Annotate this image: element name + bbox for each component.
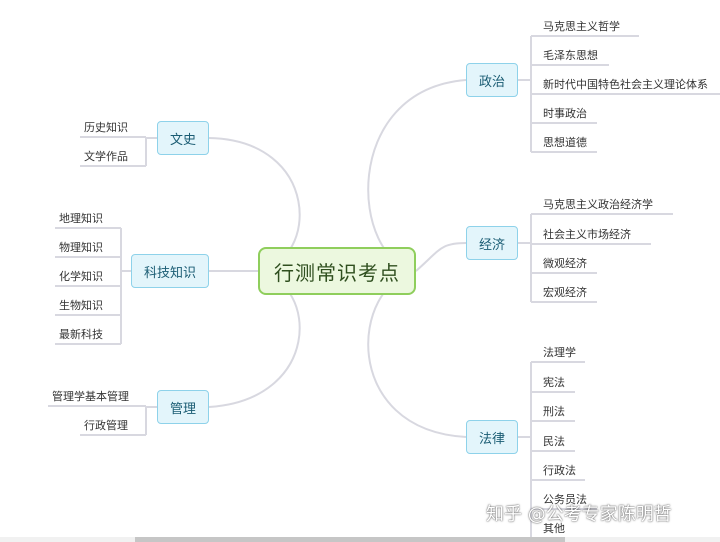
branch-node-politics[interactable]: 政治	[466, 63, 518, 97]
leaf-node[interactable]: 历史知识	[84, 121, 128, 134]
leaf-node[interactable]: 马克思主义哲学	[543, 20, 620, 33]
branch-node-literature-history[interactable]: 文史	[157, 121, 209, 155]
connector-root-law	[367, 270, 467, 438]
leaf-node[interactable]: 化学知识	[59, 270, 103, 283]
leaf-node[interactable]: 马克思主义政治经济学	[543, 198, 653, 211]
leaf-node[interactable]: 微观经济	[543, 257, 587, 270]
leaf-node[interactable]: 物理知识	[59, 241, 103, 254]
leaf-node[interactable]: 时事政治	[543, 107, 587, 120]
leaf-node[interactable]: 地理知识	[59, 212, 103, 225]
watermark: 知乎 @公考专家陈明哲	[486, 504, 672, 525]
leaf-node[interactable]: 法理学	[543, 346, 576, 359]
leaf-node[interactable]: 管理学基本管理	[52, 390, 129, 403]
leaf-node[interactable]: 刑法	[543, 405, 565, 418]
leaf-node[interactable]: 其他	[543, 522, 565, 535]
leaf-node[interactable]: 新时代中国特色社会主义理论体系	[543, 78, 708, 91]
leaf-node[interactable]: 宏观经济	[543, 286, 587, 299]
leaf-node[interactable]: 生物知识	[59, 299, 103, 312]
root-node[interactable]: 行测常识考点	[258, 247, 416, 295]
branch-node-economics[interactable]: 经济	[466, 226, 518, 260]
branch-node-law[interactable]: 法律	[466, 420, 518, 454]
leaf-node[interactable]: 公务员法	[543, 493, 587, 506]
leaf-node[interactable]: 思想道德	[543, 136, 587, 149]
leaf-node[interactable]: 宪法	[543, 376, 565, 389]
connector-root-politics	[367, 79, 467, 272]
branch-node-management[interactable]: 管理	[157, 390, 209, 424]
leaf-node[interactable]: 最新科技	[59, 328, 103, 341]
branch-node-science-tech[interactable]: 科技知识	[131, 254, 209, 288]
connector-root-economics	[415, 242, 467, 272]
leaf-node[interactable]: 毛泽东思想	[543, 49, 598, 62]
leaf-node[interactable]: 行政管理	[84, 419, 128, 432]
leaf-node[interactable]: 文学作品	[84, 150, 128, 163]
leaf-node[interactable]: 行政法	[543, 464, 576, 477]
leaf-node[interactable]: 社会主义市场经济	[543, 228, 631, 241]
leaf-node[interactable]: 民法	[543, 435, 565, 448]
horizontal-scrollbar-thumb[interactable]	[135, 537, 565, 542]
